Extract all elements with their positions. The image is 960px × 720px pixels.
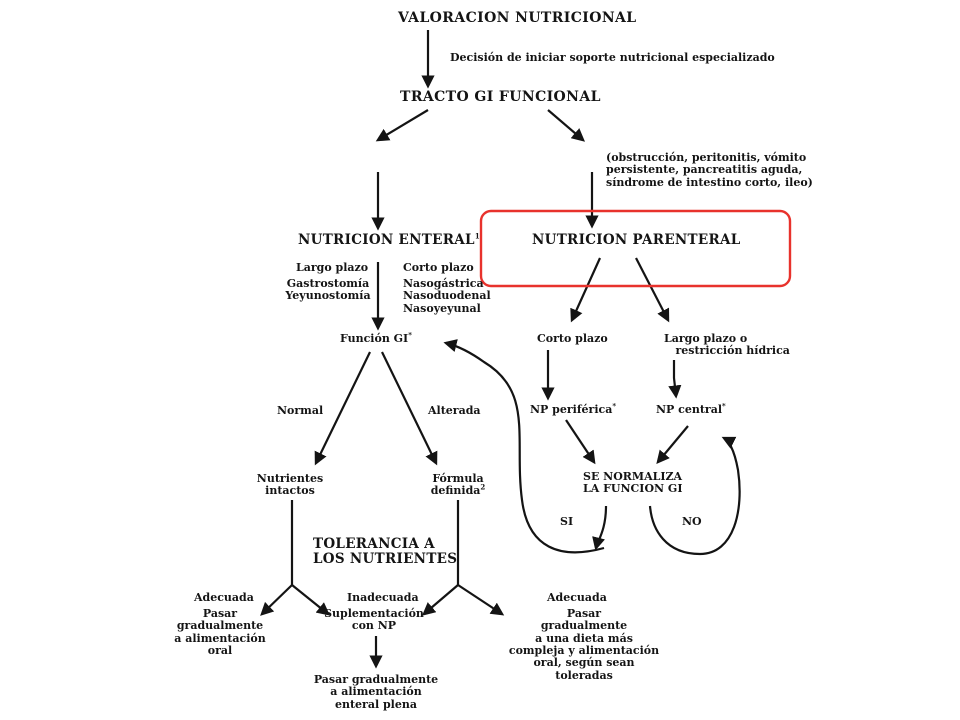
arrow-peripheral-to-normal — [565, 419, 596, 465]
arrow-fork-right-inadequate — [421, 584, 459, 616]
defined-formula-label: Fórmula definida — [430, 472, 484, 498]
pn-short-term: Corto plazo — [537, 332, 608, 345]
arrow-gi-normal — [314, 351, 371, 466]
np-peripheral-node: NP periférica* — [530, 401, 617, 416]
arrow-to-np-central — [668, 360, 682, 399]
tolerance-node: TOLERANCIA A LOS NUTRIENTES — [313, 536, 458, 568]
parenteral-node: NUTRICION PARENTERAL — [532, 232, 741, 248]
np-central-label: NP central — [656, 403, 723, 416]
arrow-no-loop — [648, 436, 741, 556]
arrow-loop-to-gi — [443, 339, 605, 554]
adequate-left-label: Adecuada — [194, 591, 254, 604]
arrow-fork-right-adequate — [457, 584, 505, 616]
enteral-node: NUTRICION ENTERAL1 — [298, 231, 480, 248]
enteral-long-term: Largo plazo — [296, 261, 369, 274]
decision-label: Decisión de iniciar soporte nutricional … — [450, 51, 775, 64]
contraindications-label: (obstrucción, peritonitis, vómito persis… — [606, 151, 813, 189]
arrow-pn-long — [635, 257, 670, 323]
gi-function-asterisk: * — [408, 330, 412, 340]
arrow-central-to-normal — [656, 425, 689, 465]
enteral-footnote: 1 — [474, 231, 480, 241]
adequate-left-action: Pasar gradualmente a alimentación oral — [174, 607, 266, 657]
normal-label: Normal — [277, 404, 324, 417]
arrow-tract-left — [375, 109, 429, 142]
np-central-asterisk: * — [722, 401, 726, 411]
inadequate-label: Inadecuada — [347, 591, 419, 604]
defined-formula-node: Fórmula definida2 — [420, 472, 496, 498]
enteral-short-routes: Nasogástrica Nasoduodenal Nasoyeyunal — [403, 277, 491, 315]
adequate-right-label: Adecuada — [547, 591, 607, 604]
supplementation-node: Suplementación con NP — [324, 607, 424, 633]
altered-label: Alterada — [428, 404, 481, 417]
arrow-fork-left-adequate — [260, 584, 293, 616]
pn-long-term: Largo plazo o restricción hídrica — [664, 332, 790, 358]
enteral-long-routes: Gastrostomía Yeyunostomía — [285, 277, 371, 303]
np-peripheral-asterisk: * — [612, 401, 617, 411]
defined-formula-footnote: 2 — [480, 482, 486, 492]
no-label: NO — [682, 515, 702, 528]
root-node: VALORACION NUTRICIONAL — [398, 10, 637, 26]
adequate-right-action: Pasar gradualmente a una dieta más compl… — [508, 607, 660, 682]
normalizes-node: SE NORMALIZA LA FUNCION GI — [583, 470, 683, 496]
enteral-label: NUTRICION ENTERAL — [298, 232, 475, 248]
arrow-fork-left-inadequate — [291, 584, 331, 616]
enteral-short-term: Corto plazo — [403, 261, 474, 274]
arrow-si-loop — [592, 505, 608, 551]
arrow-gi-altered — [381, 351, 438, 466]
np-peripheral-label: NP periférica — [530, 403, 613, 416]
intact-nutrients-node: Nutrientes intactos — [256, 472, 324, 498]
gi-tract-node: TRACTO GI FUNCIONAL — [400, 89, 601, 105]
parenteral-highlight-box — [479, 209, 792, 288]
yes-label: SI — [560, 515, 574, 528]
arrow-pn-short — [570, 257, 602, 323]
full-enteral-node: Pasar gradualmente a alimentación entera… — [313, 673, 439, 711]
np-central-node: NP central* — [656, 401, 726, 416]
arrow-tract-right — [547, 109, 586, 142]
gi-function-label: Función GI — [340, 332, 409, 345]
gi-function-node: Función GI* — [340, 330, 412, 345]
